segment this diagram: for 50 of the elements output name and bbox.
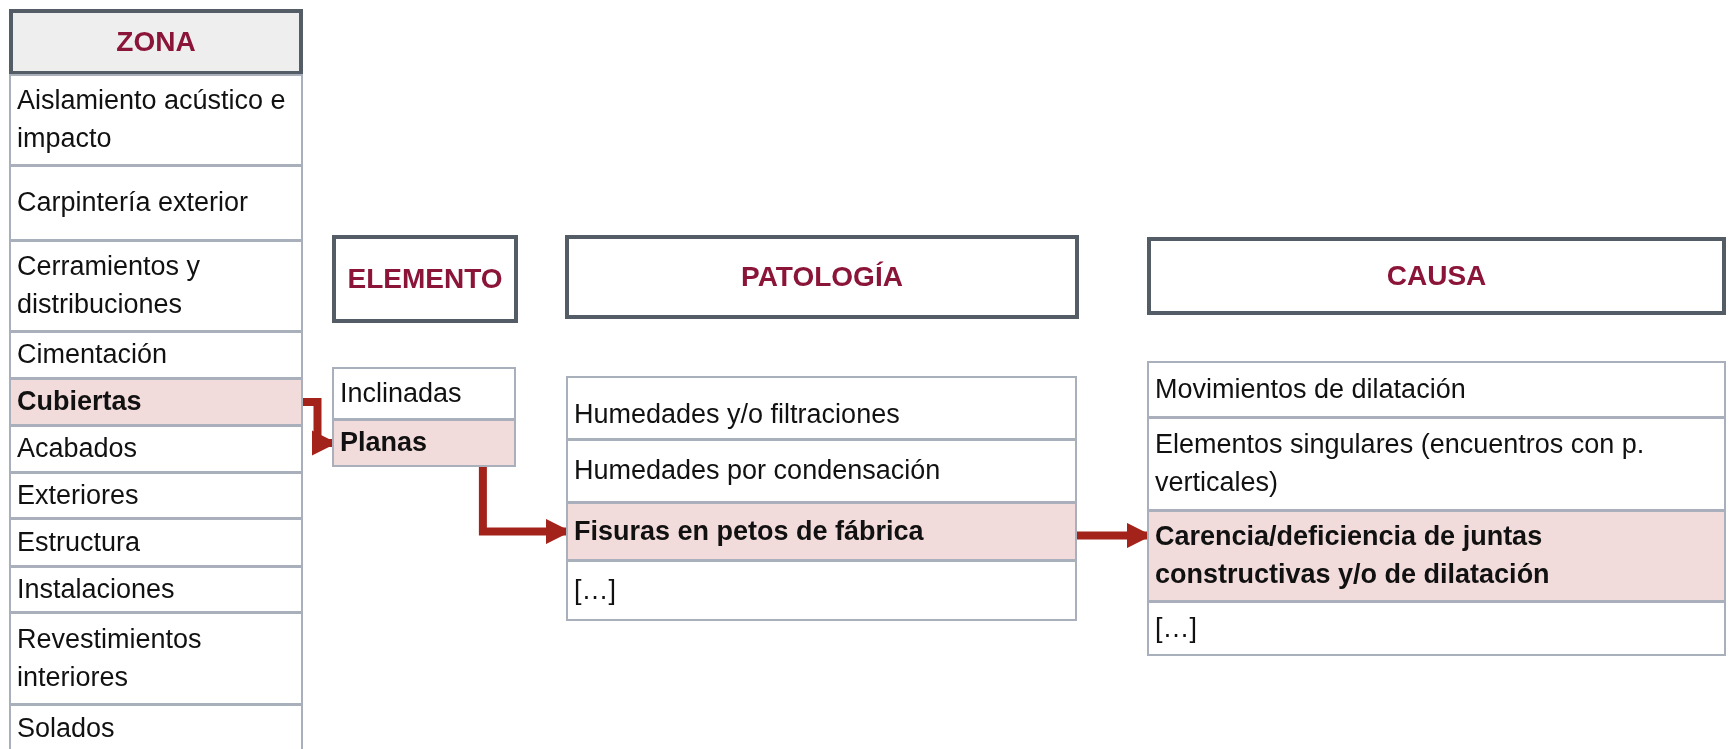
list-row <box>9 612 303 705</box>
row-text: […] <box>574 573 616 607</box>
row-text: Movimientos de dilatación <box>1155 372 1466 406</box>
list-row <box>9 165 303 241</box>
column-header <box>1147 237 1726 315</box>
row-text: Revestimientos interiores <box>17 622 203 694</box>
row-text: Exteriores <box>17 478 139 512</box>
row-text: Elementos singulares (encuentros con p. verticales) <box>1155 428 1646 499</box>
row-text: Cerramientos y distribuciones <box>17 250 202 321</box>
row-text: Solados <box>17 712 115 746</box>
list-row <box>566 439 1077 503</box>
highlighted-row <box>1147 510 1726 602</box>
list-row <box>9 331 303 379</box>
row-text: Instalaciones <box>17 572 175 606</box>
list-row <box>9 472 303 519</box>
row-text: Cimentación <box>17 338 168 372</box>
row-text: Humedades por condensación <box>574 454 941 488</box>
list-row <box>9 425 303 473</box>
highlighted-row <box>332 419 516 467</box>
column-header <box>9 9 303 75</box>
header-text: CAUSA <box>1386 259 1487 294</box>
list-row <box>1147 601 1726 656</box>
row-text: Aislamiento acústico e impacto <box>17 84 287 155</box>
row-text: Inclinadas <box>340 376 462 410</box>
row-text: Planas <box>340 426 428 460</box>
row-text: […] <box>1155 611 1197 645</box>
list-row <box>9 74 303 166</box>
list-row <box>9 566 303 613</box>
header-text: PATOLOGÍA <box>741 260 903 295</box>
list-row <box>9 240 303 332</box>
header-text: ZONA <box>116 25 196 60</box>
row-text: Estructura <box>17 525 141 559</box>
row-text: Carencia/deficiencia de juntas constructivas y/o de dilatación <box>1155 520 1551 591</box>
row-text: Humedades y/o filtraciones <box>574 398 900 432</box>
list-row <box>566 376 1077 440</box>
list-row <box>1147 361 1726 418</box>
list-row <box>9 518 303 567</box>
row-text: Acabados <box>17 432 138 466</box>
row-text: Carpintería exterior <box>17 186 249 220</box>
list-row <box>566 560 1077 621</box>
header-text: ELEMENTO <box>347 262 503 297</box>
list-row <box>9 704 303 749</box>
list-row <box>332 367 516 420</box>
row-text: Cubiertas <box>17 385 142 419</box>
highlighted-row <box>9 378 303 426</box>
list-row <box>1147 417 1726 511</box>
highlighted-row <box>566 502 1077 561</box>
column-header <box>332 235 518 323</box>
column-header <box>565 235 1079 319</box>
row-text: Fisuras en petos de fábrica <box>574 514 924 548</box>
